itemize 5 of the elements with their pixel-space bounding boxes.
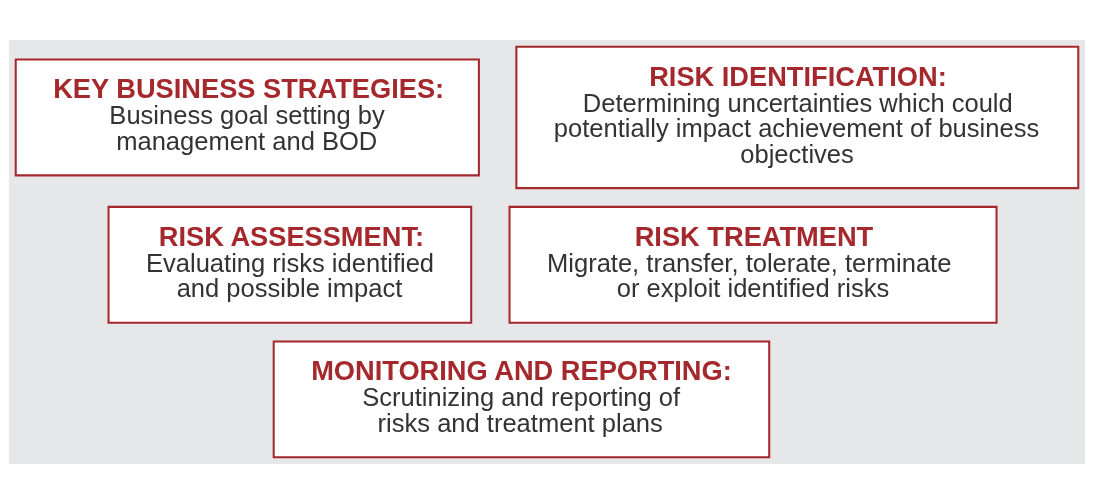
node-box: RISK IDENTIFICATION: Determining uncertainties which could potentially impact achievement of business objectives: [515, 45, 1080, 190]
node-box: MONITORING AND REPORTING: Scrutinizing and reporting of risks and treatment plans: [272, 340, 771, 459]
node-box: RISK ASSESSMENT: Evaluating risks identified and possible impact: [107, 205, 473, 324]
node-box: RISK TREATMENT Migrate, transfer, tolerate, terminate or exploit identified risks: [508, 205, 998, 324]
node-box: KEY BUSINESS STRATEGIES: Business goal setting by management and BOD: [14, 58, 480, 177]
